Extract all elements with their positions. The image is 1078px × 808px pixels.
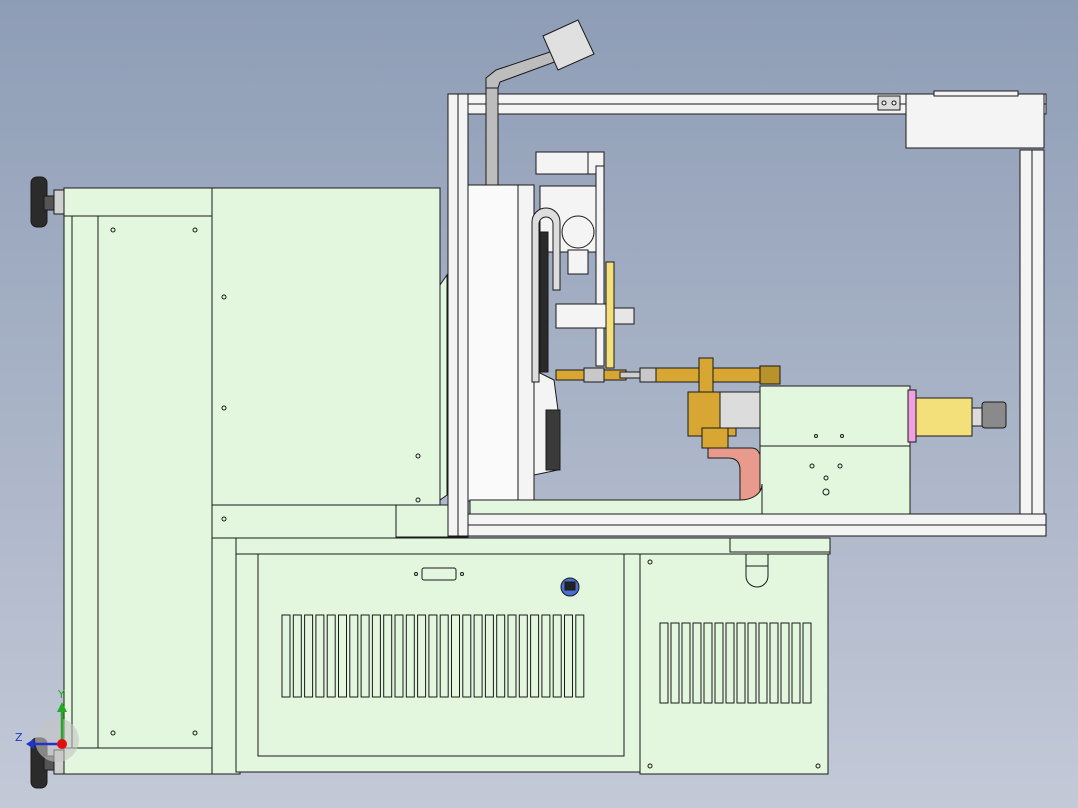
- vent-slot: [281, 614, 291, 698]
- vent-slot: [692, 622, 702, 704]
- vent-slot: [315, 614, 325, 698]
- aluminium-frame: [447, 90, 1047, 537]
- vent-slot: [462, 614, 472, 698]
- vertical-slide: [467, 151, 635, 502]
- work-lamp: [477, 19, 595, 196]
- vent-slot: [725, 622, 735, 704]
- vent-slot: [349, 614, 359, 698]
- vent-slot: [552, 614, 562, 698]
- vent-slot: [405, 614, 415, 698]
- electrode-holder: [687, 391, 763, 501]
- horizontal-rod: [555, 357, 781, 395]
- vent-slot: [791, 622, 801, 704]
- vent-slot: [736, 622, 746, 704]
- vent-slot: [507, 614, 517, 698]
- vent-slot: [780, 622, 790, 704]
- vent-slot: [451, 614, 460, 698]
- upper-cabinet: [211, 187, 469, 539]
- vent-slot: [564, 614, 573, 698]
- vent-slot: [439, 614, 449, 698]
- vent-slot: [659, 622, 669, 704]
- vent-slot: [338, 614, 347, 698]
- vent-slot: [428, 614, 438, 698]
- vent-slot: [518, 614, 528, 698]
- vent-slot: [484, 614, 494, 698]
- vent-slot: [703, 622, 713, 704]
- vent-slot: [802, 622, 812, 704]
- leveling-foot-top: [30, 176, 67, 228]
- vent-slot: [292, 614, 302, 698]
- vent-slot: [681, 622, 691, 704]
- vent-slot: [417, 614, 427, 698]
- vent-slot: [575, 614, 585, 698]
- vent-slot: [541, 614, 551, 698]
- vent-slot: [473, 614, 483, 698]
- vent-slot: [530, 614, 540, 698]
- vent-slot: [360, 614, 370, 698]
- vent-slot: [371, 614, 381, 698]
- motor-housing: [469, 385, 1007, 515]
- axis-y-label: Y: [58, 688, 65, 701]
- axis-z-label: Z: [15, 731, 23, 744]
- vent-slot: [670, 622, 680, 704]
- vent-slot: [758, 622, 768, 704]
- vent-slot: [496, 614, 506, 698]
- vent-slot: [769, 622, 779, 704]
- vent-slot: [747, 622, 757, 704]
- vent-slot: [394, 614, 404, 698]
- axis-triad: [26, 702, 79, 762]
- vent-slot: [326, 614, 336, 698]
- left-frame-column: [63, 187, 213, 775]
- vent-slots-left: [281, 614, 585, 698]
- vent-slot: [714, 622, 724, 704]
- vent-slot: [304, 614, 314, 698]
- vent-slots-right: [659, 622, 812, 704]
- vent-slot: [383, 614, 393, 698]
